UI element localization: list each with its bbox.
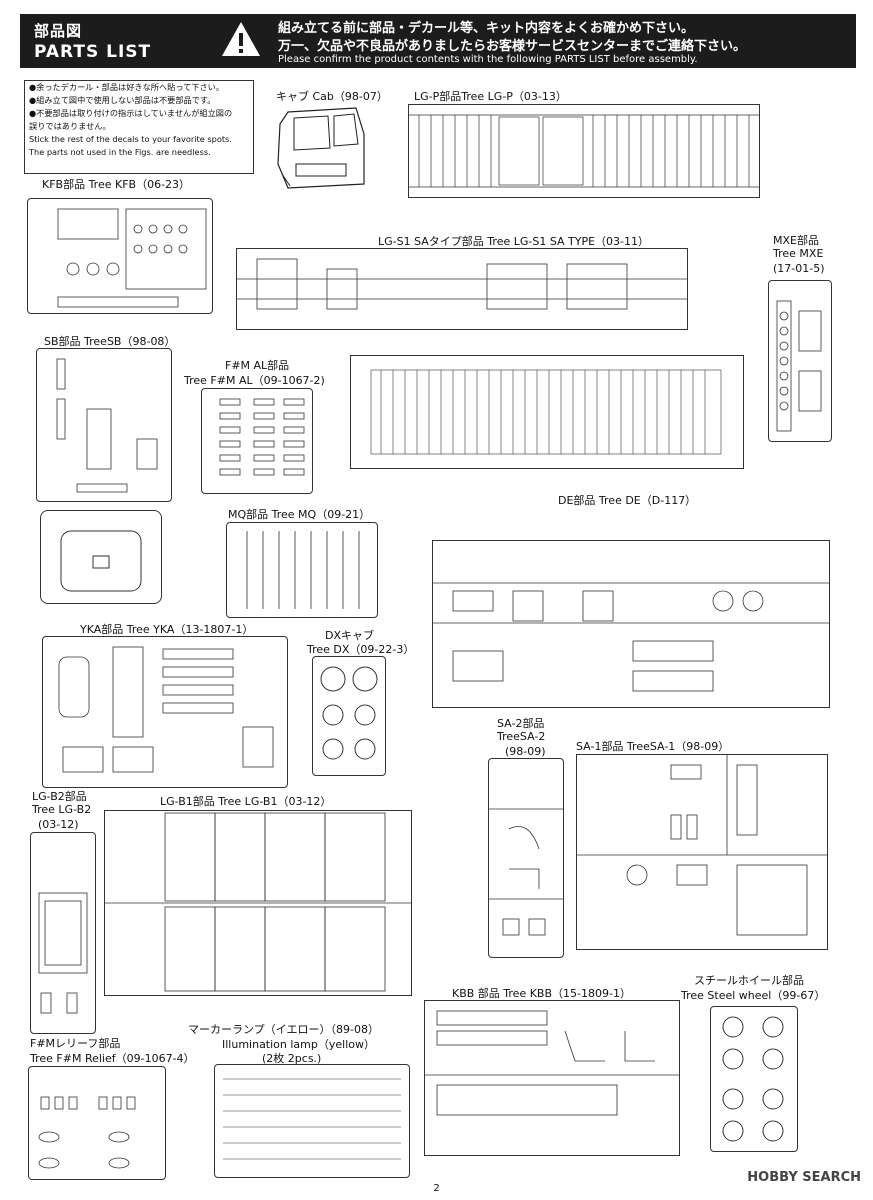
kfb-label: KFB部品 Tree KFB（06-23） <box>42 178 191 191</box>
sa2-label-1: SA-2部品 <box>497 717 545 730</box>
sa2-tree <box>488 758 564 958</box>
steel-wheel-tree <box>710 1006 798 1152</box>
title-en: PARTS LIST <box>34 42 152 62</box>
mxe-label-2: Tree MXE <box>773 247 824 260</box>
lgb2-label-1: LG-B2部品 <box>32 790 87 803</box>
cab-drawing <box>277 107 365 189</box>
fmal-label-2: Tree F#M AL（09-1067-2) <box>184 374 325 387</box>
fmal-tree <box>201 388 313 494</box>
note-line: Stick the rest of the decals to your fav… <box>29 134 232 144</box>
marker-label-2: Illumination lamp（yellow） <box>222 1038 375 1051</box>
lgp-label: LG-P部品Tree LG-P（03-13） <box>414 90 567 103</box>
steel-label-2: Tree Steel wheel（99-67） <box>681 989 826 1002</box>
lgb2-tree <box>30 832 96 1034</box>
watermark: HOBBY SEARCH <box>747 1170 861 1185</box>
note-line: ●不要部品は取り付けの指示はしていませんが組立図の <box>29 108 233 118</box>
note-line: The parts not used in the Figs. are need… <box>29 147 211 157</box>
fmr-tree <box>28 1066 166 1180</box>
marker-tree <box>214 1064 410 1178</box>
notice-jp-2: 万一、欠品や不良品がありましたらお客様サービスセンターまでご連絡下さい。 <box>278 39 747 54</box>
sa2-label-2: TreeSA-2 <box>497 730 546 743</box>
note-line: ●余ったデカール・部品は好きな所へ貼って下さい。 <box>29 82 225 92</box>
lgp-tree <box>408 104 760 198</box>
dx-tree <box>312 656 386 776</box>
title-jp: 部品図 <box>34 22 83 40</box>
yka-tree <box>42 636 288 788</box>
warning-icon <box>222 22 260 56</box>
marker-label-3: (2枚 2pcs.) <box>262 1052 322 1065</box>
mxe-label-3: (17-01-5) <box>773 262 825 275</box>
lgb1-tree <box>104 810 412 996</box>
lgb1-label: LG-B1部品 Tree LG-B1（03-12） <box>160 795 332 808</box>
notice-jp-1: 組み立てる前に部品・デカール等、キット内容をよくお確かめ下さい。 <box>278 21 695 36</box>
lgs1-label: LG-S1 SAタイプ部品 Tree LG-S1 SA TYPE（03-11） <box>378 235 650 248</box>
lgb2-label-2: Tree LG-B2 <box>32 803 92 816</box>
notes-box: ●余ったデカール・部品は好きな所へ貼って下さい。 ●組み立て図中で使用しない部品… <box>24 80 254 174</box>
sa2-label-3: (98-09) <box>505 745 546 758</box>
marker-label-1: マーカーランプ（イエロー）（89-08） <box>188 1023 380 1036</box>
kbb-tree <box>424 1000 680 1156</box>
sa1-label: SA-1部品 TreeSA-1（98-09） <box>576 740 730 753</box>
sb-tree <box>36 348 172 502</box>
dx-label-2: Tree DX（09-22-3） <box>307 643 415 656</box>
note-line: 誤りではありません。 <box>29 121 111 131</box>
mq-label: MQ部品 Tree MQ（09-21） <box>228 508 371 521</box>
lgb2-label-3: (03-12) <box>38 818 79 831</box>
steel-label-1: スチールホイール部品 <box>694 974 804 987</box>
bumper-tree <box>40 510 162 604</box>
note-line: ●組み立て図中で使用しない部品は不要部品です。 <box>29 95 216 105</box>
cab-label: キャブ Cab（98-07） <box>276 90 388 103</box>
mxe-tree <box>768 280 832 442</box>
lgs1-tree <box>236 248 688 330</box>
header-banner: 部品図 PARTS LIST 組み立てる前に部品・デカール等、キット内容をよくお… <box>20 14 856 68</box>
de-label: DE部品 Tree DE（D-117） <box>558 494 697 507</box>
yka-label: YKA部品 Tree YKA（13-1807-1） <box>80 623 254 636</box>
de-tree <box>432 540 830 708</box>
sa1-tree <box>576 754 828 950</box>
grille-tree <box>350 355 744 469</box>
fmr-label-2: Tree F#M Relief（09-1067-4） <box>30 1052 195 1065</box>
notice-en: Please confirm the product contents with… <box>278 54 698 65</box>
mq-tree <box>226 522 378 618</box>
page-number: 2 <box>433 1183 440 1194</box>
sb-label: SB部品 TreeSB（98-08） <box>44 335 176 348</box>
kfb-tree <box>27 198 213 314</box>
dx-label-1: DXキャブ <box>325 629 375 642</box>
kbb-label: KBB 部品 Tree KBB（15-1809-1） <box>452 987 631 1000</box>
fmal-label-1: F#M AL部品 <box>225 359 290 372</box>
fmr-label-1: F#Mレリーフ部品 <box>30 1037 121 1050</box>
mxe-label-1: MXE部品 <box>773 234 819 247</box>
